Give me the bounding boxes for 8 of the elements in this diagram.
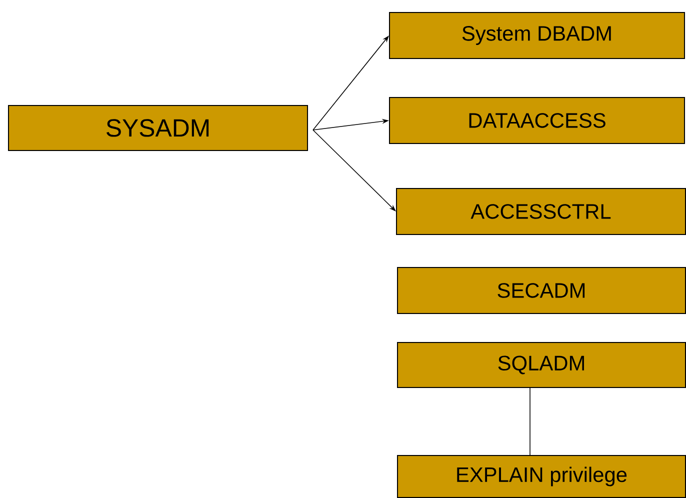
role-box: System DBADM [389,12,685,59]
arrow [312,130,396,212]
role-box: EXPLAIN privilege [397,454,686,498]
role-box: SYSADM [8,104,308,151]
role-box: SQLADM [397,342,686,388]
role-box: DATAACCESS [389,96,685,144]
role-box: SECADM [397,266,686,314]
role-box: ACCESSCTRL [396,188,686,235]
